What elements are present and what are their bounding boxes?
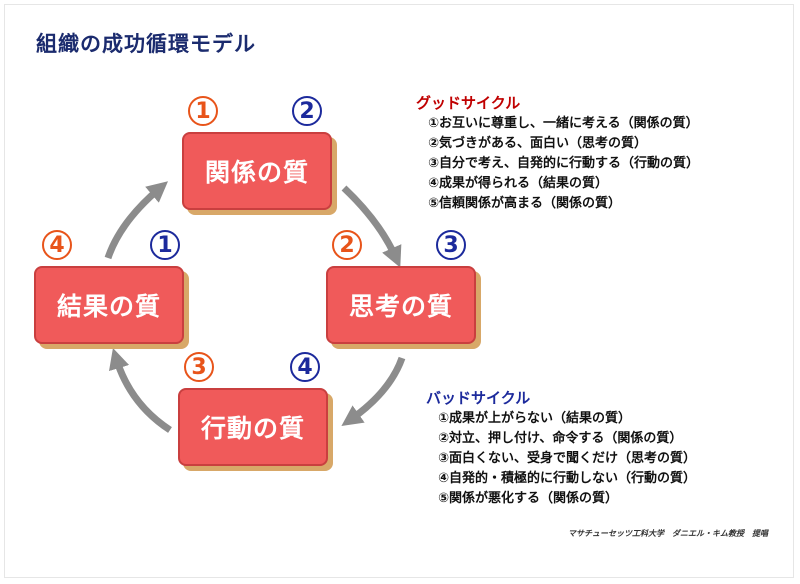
source-credit: マサチューセッツ工科大学 ダニエル・キム教授 提唱 (568, 529, 768, 538)
good-cycle-title: グッドサイクル (416, 94, 521, 112)
relationship-number-red: 1 (188, 96, 218, 126)
thinking-number-red: 2 (332, 230, 362, 260)
good-cycle-item: ①お互いに尊重し、一緒に考える（関係の質） (428, 116, 699, 131)
thinking-quality-box: 思考の質 (326, 266, 476, 344)
result-quality-box: 結果の質 (34, 266, 184, 344)
arrow-result-to-relationship (104, 181, 168, 260)
bad-cycle-item: ⑤関係が悪化する（関係の質） (438, 491, 619, 506)
relationship-number-blue: 2 (292, 96, 322, 126)
arrow-relationship-to-thinking (341, 185, 402, 268)
result-number-blue: 1 (150, 230, 180, 260)
bad-cycle-item: ④自発的・積極的に行動しない（行動の質） (438, 471, 697, 486)
good-cycle-item: ③自分で考え、自発的に行動する（行動の質） (428, 156, 700, 171)
arrow-action-to-result (109, 347, 172, 433)
good-cycle-list: ①お互いに尊重し、一緒に考える（関係の質） ②気づきがある、面白い（思考の質） … (428, 114, 699, 214)
bad-cycle-list: ①成果が上がらない（結果の質） ②対立、押し付け、命令する（関係の質） ③面白く… (438, 409, 696, 509)
thinking-number-blue: 3 (436, 230, 466, 260)
action-number-red: 3 (184, 352, 214, 382)
bad-cycle-title: バッドサイクル (426, 389, 531, 407)
relationship-quality-box: 関係の質 (182, 132, 332, 210)
result-number-red: 4 (42, 230, 72, 260)
bad-cycle-item: ②対立、押し付け、命令する（関係の質） (438, 431, 683, 446)
good-cycle-item: ②気づきがある、面白い（思考の質） (428, 136, 648, 151)
page-title: 組織の成功循環モデル (36, 32, 256, 56)
bad-cycle-item: ①成果が上がらない（結果の質） (438, 411, 632, 426)
slide-frame (4, 4, 794, 578)
action-number-blue: 4 (290, 352, 320, 382)
action-quality-box: 行動の質 (178, 388, 328, 466)
good-cycle-item: ⑤信頼関係が高まる（関係の質） (428, 196, 622, 211)
bad-cycle-item: ③面白くない、受身で聞くだけ（思考の質） (438, 451, 697, 466)
good-cycle-item: ④成果が得られる（結果の質） (428, 176, 609, 191)
arrow-thinking-to-action (341, 356, 406, 427)
